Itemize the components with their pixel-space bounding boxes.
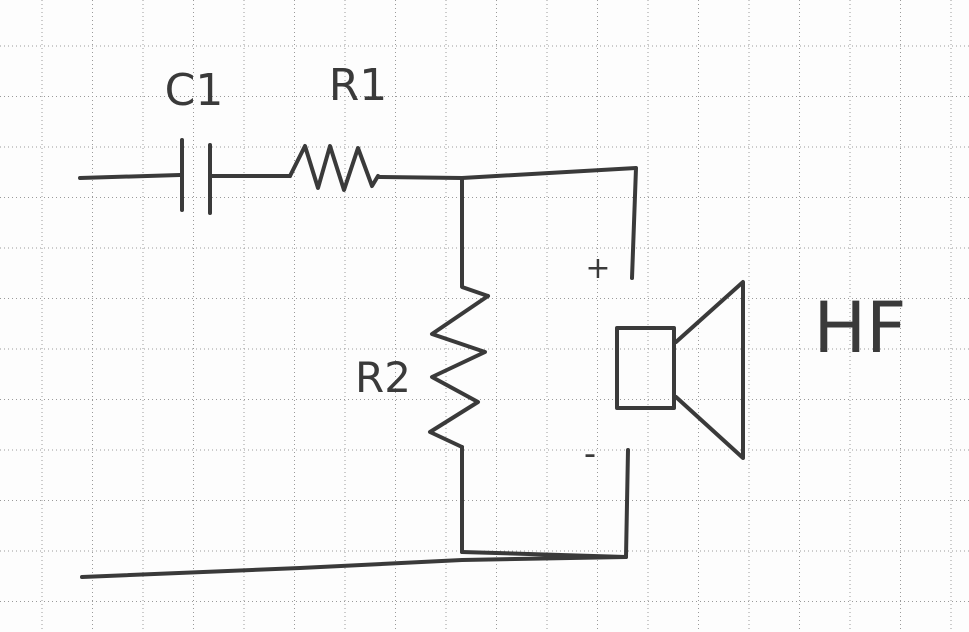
r2-label: R2 — [355, 353, 411, 402]
resistor-r2 — [428, 294, 490, 449]
capacitor-c1 — [180, 138, 212, 215]
wire-to-r2 — [460, 176, 490, 298]
c1-label: C1 — [165, 65, 224, 116]
resistor-r1 — [288, 144, 380, 192]
speaker-icon — [615, 280, 745, 460]
polarity-plus-label: + — [585, 251, 610, 286]
wire-speaker-minus — [460, 448, 630, 559]
wire-input — [78, 173, 182, 180]
polarity-minus-label: - — [584, 434, 596, 474]
hf-label: HF — [814, 287, 907, 369]
wire-ground — [80, 555, 628, 579]
wire-top — [376, 166, 638, 280]
r1-label: R1 — [329, 60, 388, 111]
